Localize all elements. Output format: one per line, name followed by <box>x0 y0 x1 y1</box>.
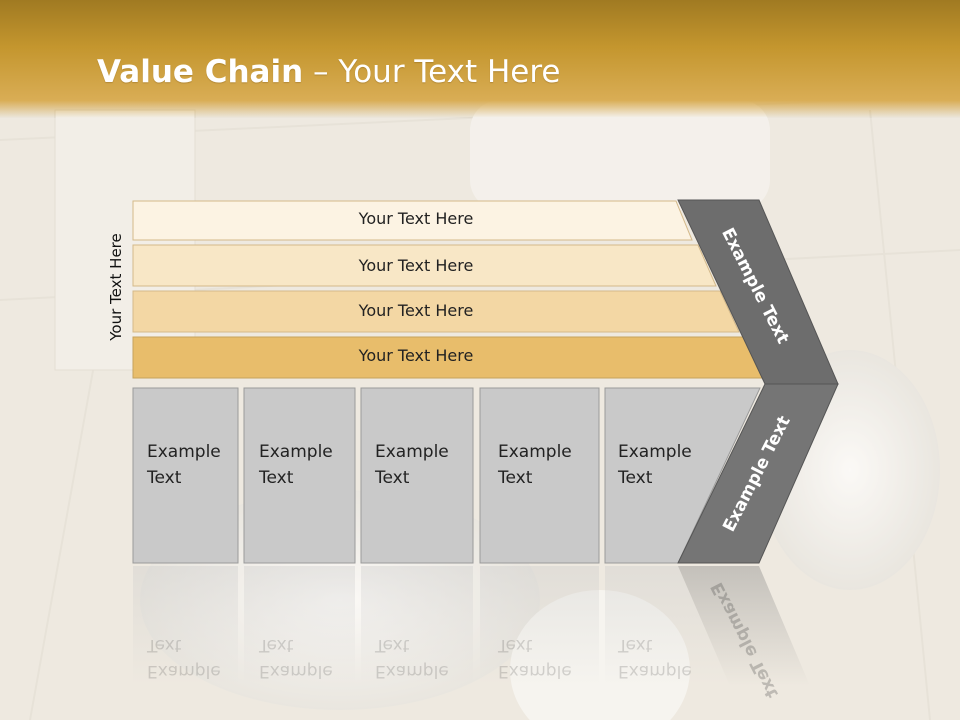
cell-text-2-line1: Example <box>259 442 333 462</box>
side-label-text: Your Text Here <box>107 233 125 341</box>
cell-3 <box>360 387 474 564</box>
cell-reflection-text-3-line2: Text <box>375 635 410 655</box>
title-rest: – Your Text Here <box>303 54 561 90</box>
title-bold: Value Chain <box>97 54 304 90</box>
cell-text-4: Example Text <box>498 439 588 491</box>
cell-text-3: Example Text <box>375 439 465 491</box>
row-label-1: Your Text Here <box>358 209 474 228</box>
slide-title: Value Chain – Your Text Here <box>97 54 560 90</box>
cell-text-5-line2: Text <box>618 468 653 488</box>
cell-4 <box>479 387 600 564</box>
cell-reflection-text-1: Example Text <box>147 632 221 684</box>
cell-reflection-5 <box>605 566 730 686</box>
cell-text-5: Example Text <box>618 439 708 491</box>
row-bar-2 <box>132 244 717 287</box>
cell-reflection-1 <box>133 566 238 686</box>
cell-text-4-line1: Example <box>498 442 572 462</box>
row-label-4: Your Text Here <box>358 346 474 365</box>
cell-reflection-text-1-line1: Example <box>147 661 221 681</box>
cell-text-1-line1: Example <box>147 442 221 462</box>
row-bar-1 <box>132 200 693 241</box>
cell-reflection-text-3-line1: Example <box>375 661 449 681</box>
cell-reflection-text-5: Example Text <box>618 632 692 684</box>
cell-reflection-text-4-line2: Text <box>498 635 533 655</box>
cell-1 <box>132 387 239 564</box>
cell-text-3-line2: Text <box>375 468 410 488</box>
cell-2 <box>243 387 356 564</box>
cell-reflection-3 <box>361 566 473 686</box>
row-label-2: Your Text Here <box>358 256 474 275</box>
cell-text-2: Example Text <box>259 439 349 491</box>
cell-reflection-2 <box>244 566 355 686</box>
cell-text-2-line2: Text <box>259 468 294 488</box>
arrow-lower <box>677 383 839 564</box>
row-bar-3 <box>132 290 740 333</box>
cell-text-5-line1: Example <box>618 442 692 462</box>
cell-text-3-line1: Example <box>375 442 449 462</box>
cell-text-1-line2: Text <box>147 468 182 488</box>
cell-reflection-text-2: Example Text <box>259 632 333 684</box>
row-label-3: Your Text Here <box>358 301 474 320</box>
cell-reflection-text-2-line1: Example <box>259 661 333 681</box>
cell-reflection-text-4-line1: Example <box>498 661 572 681</box>
cell-text-1: Example Text <box>147 439 237 491</box>
cell-reflection-text-4: Example Text <box>498 632 572 684</box>
cell-reflection-text-1-line2: Text <box>147 635 182 655</box>
cell-reflection-text-2-line2: Text <box>259 635 294 655</box>
arrow-reflection <box>678 566 810 686</box>
cell-reflection-4 <box>480 566 599 686</box>
cell-reflection-text-5-line1: Example <box>618 661 692 681</box>
cell-reflection-text-3: Example Text <box>375 632 449 684</box>
cell-reflection-text-5-line2: Text <box>618 635 653 655</box>
cell-text-4-line2: Text <box>498 468 533 488</box>
title-bar <box>0 0 960 118</box>
